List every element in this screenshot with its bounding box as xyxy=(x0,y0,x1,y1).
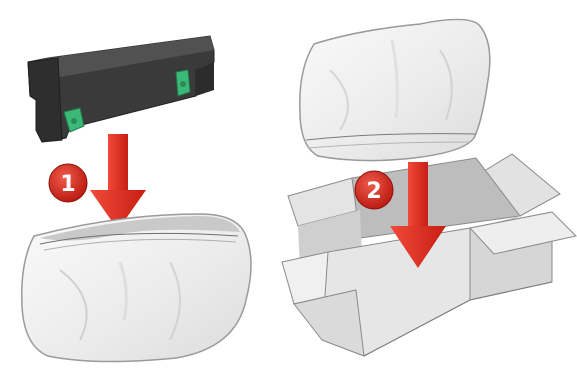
step-1-badge: 1 xyxy=(49,164,87,202)
step-2-group: 2 xyxy=(282,19,576,356)
step-2-number: 2 xyxy=(366,179,381,204)
step-2-badge: 2 xyxy=(355,171,393,209)
shipping-box-icon xyxy=(282,154,576,356)
plastic-bag-icon xyxy=(300,19,490,160)
step-1-group: 1 xyxy=(22,36,251,362)
step-1-number: 1 xyxy=(60,172,75,197)
plastic-bag-icon xyxy=(22,214,251,362)
imaging-kit-part-icon xyxy=(28,36,214,142)
down-arrow-icon xyxy=(90,134,146,230)
